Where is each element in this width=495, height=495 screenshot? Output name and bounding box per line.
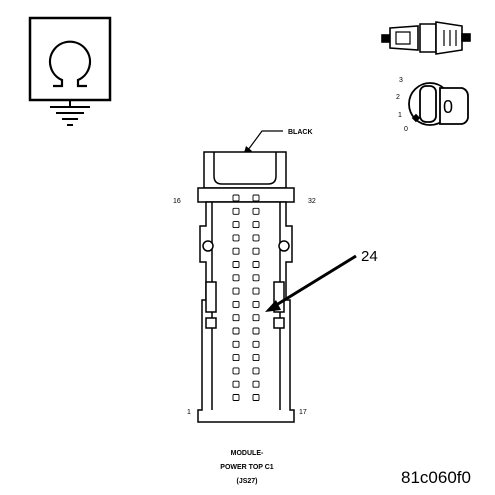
key-label: 0 [443,97,453,117]
key-position-3: 3 [399,77,403,84]
pin-cavity [232,394,240,401]
callout-arrowhead [265,300,281,312]
pin-cavity [252,340,260,348]
pin-cavities [232,194,260,401]
key-position-2: 2 [396,94,400,101]
pin-cavity [232,261,240,268]
ohm-meter-ground-icon [28,16,112,126]
pin-cavity [232,247,240,255]
pin-cavity [232,234,240,242]
pin-label-16: 16 [173,198,181,205]
pin-cavity [232,314,240,322]
pin-cavity [232,274,240,282]
pin-cavity [252,261,260,268]
pin-label-1: 1 [187,409,191,416]
pin-cavity [252,274,260,282]
key-position-1: 1 [398,112,402,119]
pin-cavity [232,340,240,348]
pin-cavity [232,380,240,388]
connector-plug-icon [381,21,471,55]
figure-code: 81c060f0 [401,468,471,487]
pin-cavity [232,300,240,308]
pin-cavity [232,194,240,202]
callout-leader [272,254,357,309]
pin-cavity [252,367,260,375]
wire-color-label: BLACK [288,129,313,136]
key-position-0: 0 [404,126,408,133]
pin-cavity [252,234,260,242]
pin-cavity [232,221,240,229]
pin-cavity [252,314,260,322]
pin-cavity [252,327,260,335]
pin-cavity [252,394,260,401]
pin-cavity [232,367,240,375]
pin-cavity [232,354,240,362]
pin-cavity [252,221,260,229]
callout-number: 24 [361,248,378,265]
ignition-key-icon: 3 2 1 0 0 [396,77,469,133]
pin-cavity [232,327,240,335]
module-title-line1: MODULE- [231,450,264,457]
pin-cavity [252,300,260,308]
wire-leader [247,130,283,151]
pin-label-17: 17 [299,409,307,416]
module-title-line2: POWER TOP C1 [220,464,274,471]
pin-cavity [252,207,260,215]
pin-cavity [252,380,260,388]
pin-cavity [252,194,260,202]
pin-cavity [252,247,260,255]
pin-cavity [232,207,240,215]
pin-cavity [252,287,260,295]
connector-body [197,151,295,423]
pin-cavity [252,354,260,362]
module-title-line3: (JS27) [236,478,257,485]
pin-label-32: 32 [308,198,316,205]
pin-cavity [232,287,240,295]
